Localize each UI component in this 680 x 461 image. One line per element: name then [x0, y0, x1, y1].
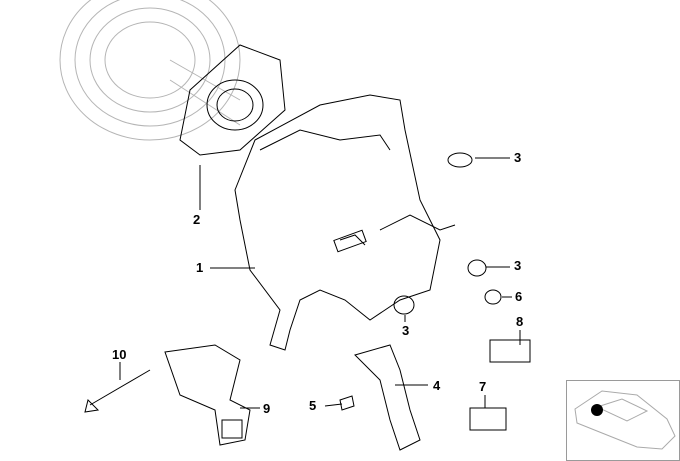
callout-9[interactable]: 9 [263, 401, 271, 416]
gasket-part-2 [179, 44, 286, 156]
pedal-4 [354, 344, 421, 451]
location-marker [591, 404, 603, 416]
switch-7 [469, 407, 507, 431]
callout-8[interactable]: 8 [516, 314, 524, 329]
callout-6[interactable]: 6 [515, 289, 523, 304]
bolt-5 [339, 395, 355, 411]
bolt-10 [84, 369, 151, 413]
callout-1[interactable]: 1 [196, 260, 204, 275]
grommet-6 [484, 289, 502, 305]
grommet-3a [447, 152, 473, 168]
callout-5[interactable]: 5 [309, 398, 317, 413]
callout-4[interactable]: 4 [433, 378, 441, 393]
callout-10[interactable]: 10 [112, 347, 127, 362]
grommet-3b [467, 259, 487, 277]
callout-3b[interactable]: 3 [514, 258, 522, 273]
callout-3c[interactable]: 3 [402, 323, 410, 338]
grommet-3c [393, 295, 415, 315]
leader-lines [119, 157, 521, 409]
vehicle-location-thumbnail [566, 380, 680, 461]
switch-8 [489, 339, 531, 363]
callout-3a[interactable]: 3 [514, 150, 522, 165]
brake-booster-ghost [59, 0, 241, 141]
bracket-9 [164, 344, 251, 446]
small-parts [84, 152, 531, 451]
pedal-bracket-part-1 [234, 94, 456, 351]
callout-2[interactable]: 2 [193, 212, 201, 227]
car-location-icon [574, 390, 676, 450]
callout-7[interactable]: 7 [479, 379, 487, 394]
